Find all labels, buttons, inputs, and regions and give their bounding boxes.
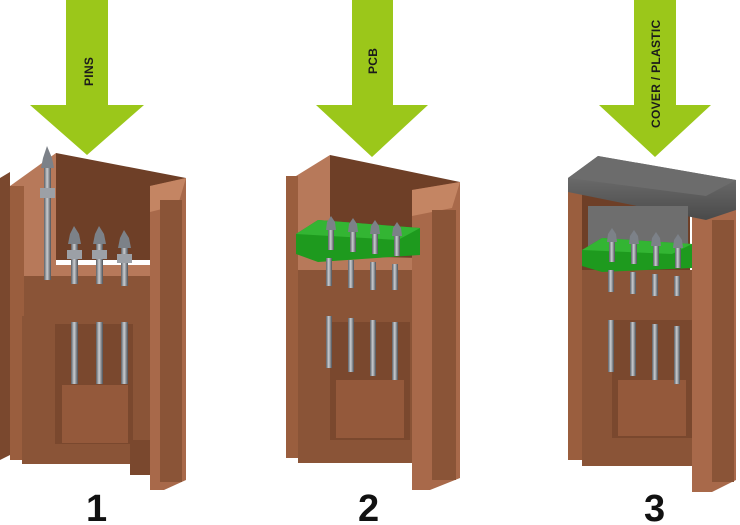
- step-2: PCB: [286, 0, 460, 525]
- step-3-arrow-label: COVER / PLASTIC: [649, 19, 663, 128]
- step-3-pcb: [582, 228, 692, 384]
- step-2-arrow: PCB: [316, 0, 428, 157]
- step-1-arrow-label: PINS: [82, 57, 96, 86]
- step-3: COVER / PLASTIC: [568, 0, 736, 525]
- arrow-shape: [316, 0, 428, 157]
- step-1-pins: [40, 146, 132, 384]
- step-3-number: 3: [644, 488, 665, 525]
- arrow-shape: [599, 0, 711, 157]
- step-1-number: 1: [86, 488, 107, 525]
- step-3-arrow: COVER / PLASTIC: [599, 0, 711, 157]
- step-2-pcb: [296, 216, 420, 380]
- step-3-pins: [607, 228, 683, 384]
- step-2-arrow-label: PCB: [366, 48, 380, 74]
- step-2-pins: [326, 216, 402, 380]
- step-2-housing: [286, 155, 460, 490]
- step-3-housing: [568, 190, 736, 492]
- arrow-shape: [30, 0, 144, 155]
- step-1-housing: [0, 153, 186, 490]
- step-1: PINS: [0, 0, 186, 525]
- step-1-arrow: PINS: [30, 0, 144, 155]
- step-2-number: 2: [358, 488, 379, 525]
